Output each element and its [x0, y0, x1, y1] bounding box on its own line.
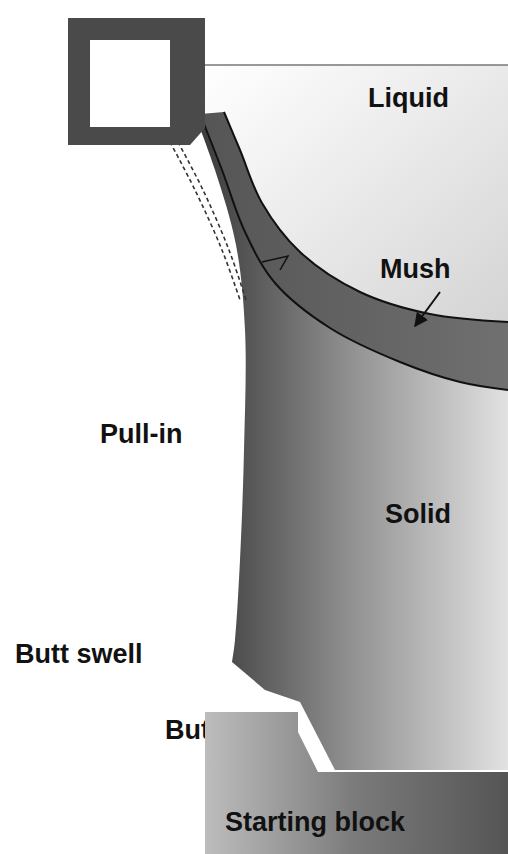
- mould: [68, 18, 205, 145]
- shell-gap: [262, 256, 288, 270]
- defect-label: Pull-in: [100, 420, 183, 450]
- block-label: Starting block: [225, 808, 405, 838]
- melt-surface: [205, 64, 508, 66]
- block-outline: [205, 712, 508, 854]
- region-label: Mush: [380, 255, 451, 285]
- liquidus-line: [224, 112, 508, 322]
- solidus-line: [200, 114, 508, 390]
- region-label: Solid: [385, 500, 451, 530]
- mush-zone: [200, 112, 508, 390]
- starting-block: Starting block: [205, 712, 508, 854]
- dashed-surface: [178, 142, 246, 300]
- defect-label: Butt swell: [15, 640, 143, 670]
- leader-arrow: [415, 292, 440, 326]
- region-label: Liquid: [368, 84, 449, 114]
- dashed-surface: [170, 142, 240, 300]
